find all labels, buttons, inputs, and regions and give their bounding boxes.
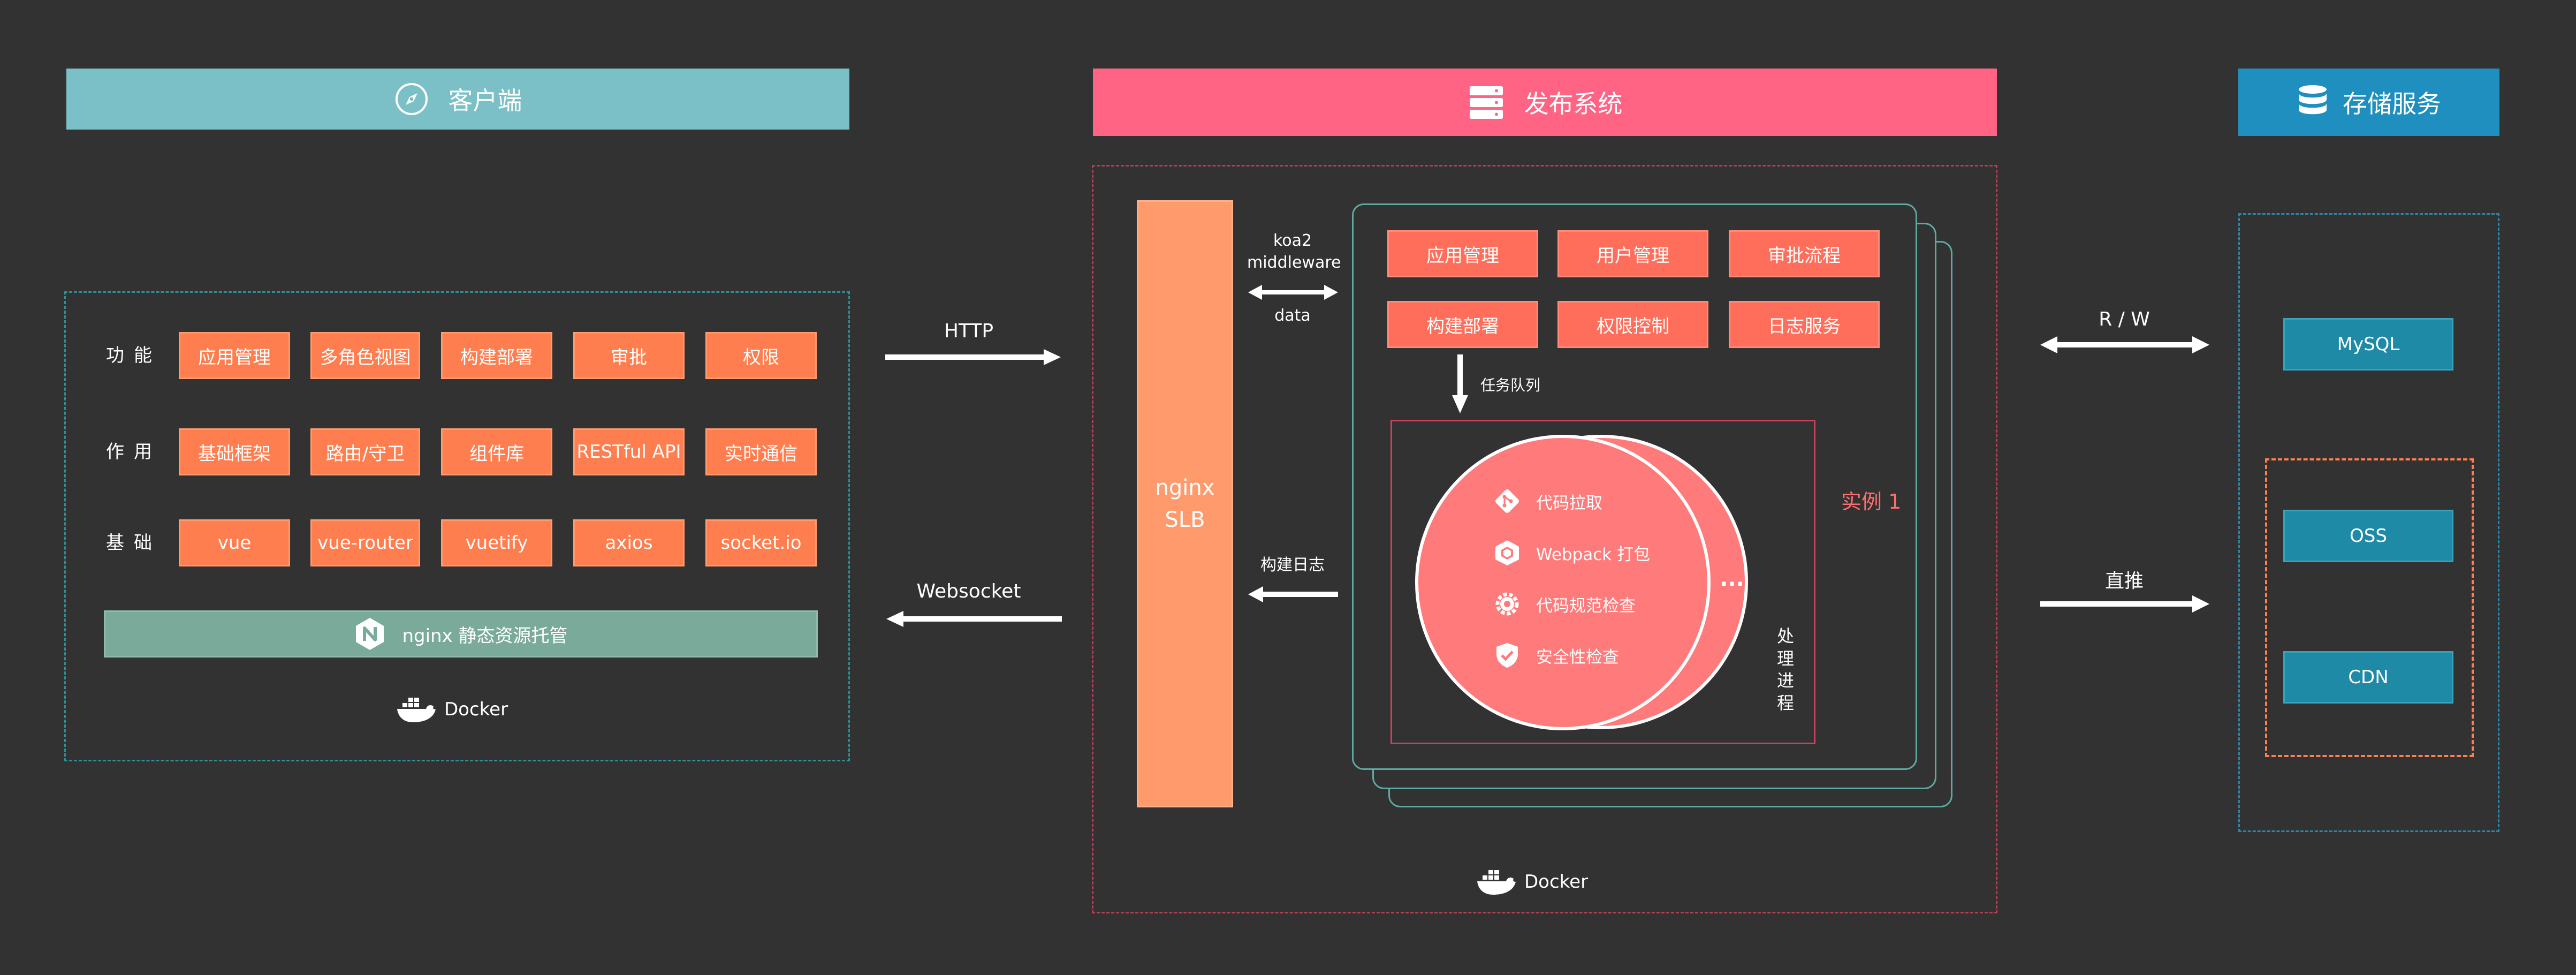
client-header: 客户端 (66, 69, 849, 130)
row-label-base: 基础 (106, 532, 162, 554)
build-log-label: 构建日志 (1260, 556, 1325, 575)
module-app-manage: 应用管理 (1387, 230, 1538, 277)
server-icon (1468, 84, 1505, 121)
nginx-slb: nginx SLB (1137, 200, 1233, 807)
client-docker: Docker (395, 691, 534, 728)
chip-router-guard: 路由/守卫 (310, 428, 420, 475)
nginx-static-bar: nginx 静态资源托管 (104, 610, 818, 657)
chip-socket-io: socket.io (705, 519, 817, 566)
git-icon (1492, 486, 1522, 516)
nginx-static-label: nginx 静态资源托管 (402, 625, 568, 647)
storage-header: 存储服务 (2238, 69, 2499, 136)
task-queue-arrow (1452, 354, 1468, 413)
chip-approval: 审批 (573, 332, 685, 379)
docker-whale-icon (1475, 867, 1518, 897)
step-code-pull: 代码拉取 (1492, 485, 1685, 517)
compass-icon (394, 81, 429, 117)
publish-title: 发布系统 (1524, 89, 1623, 118)
module-approval-flow: 审批流程 (1729, 230, 1880, 277)
chip-vue-router: vue-router (310, 519, 420, 566)
row-label-role: 作用 (106, 441, 162, 463)
storage-mysql: MySQL (2283, 318, 2453, 371)
module-build-deploy: 构建部署 (1387, 301, 1538, 348)
storage-oss: OSS (2283, 510, 2453, 562)
gear-check-icon (1492, 589, 1522, 619)
storage-cdn: CDN (2283, 651, 2453, 704)
chip-permission: 权限 (705, 332, 817, 379)
chip-multi-role-view: 多角色视图 (310, 332, 420, 379)
chip-app-manage: 应用管理 (179, 332, 290, 379)
chip-base-framework: 基础框架 (179, 428, 290, 475)
publish-docker-label: Docker (1524, 871, 1589, 893)
websocket-label: Websocket (916, 580, 1021, 602)
shield-check-icon (1492, 640, 1522, 670)
step-code-pull-label: 代码拉取 (1536, 493, 1602, 513)
module-user-manage: 用户管理 (1557, 230, 1708, 277)
chip-realtime-comm: 实时通信 (705, 428, 817, 475)
rw-arrow (2040, 336, 2209, 353)
process-circle-front (1415, 435, 1711, 730)
websocket-arrow (886, 611, 1062, 627)
process-ellipsis: ... (1720, 566, 1744, 591)
module-log-service: 日志服务 (1729, 301, 1880, 348)
object-storage-group (2265, 458, 2474, 757)
publish-header: 发布系统 (1093, 69, 1997, 136)
chip-restful-api: RESTful API (573, 428, 685, 475)
row-label-function: 功能 (106, 344, 162, 366)
data-arrow (1248, 285, 1338, 300)
process-label: 处 理 进 程 (1776, 626, 1794, 713)
storage-container (2238, 213, 2499, 832)
instance-box (1390, 420, 1815, 744)
step-security-label: 安全性检查 (1536, 647, 1619, 667)
chip-component-lib: 组件库 (441, 428, 552, 475)
direct-push-label: 直推 (2104, 570, 2144, 592)
chip-build-deploy: 构建部署 (441, 332, 552, 379)
build-log-arrow (1248, 586, 1338, 602)
publish-docker: Docker (1475, 863, 1614, 901)
step-webpack: Webpack 打包 (1492, 536, 1685, 569)
koa-middleware-label: koa2 middleware (1247, 231, 1341, 272)
nginx-slb-label: nginx SLB (1155, 475, 1215, 532)
client-title: 客户端 (448, 86, 522, 115)
data-label: data (1274, 306, 1311, 325)
client-docker-label: Docker (444, 699, 508, 720)
http-label: HTTP (944, 320, 994, 342)
process-steps: 代码拉取 Webpack 打包 代码规范检查 安全性 (1492, 485, 1685, 671)
step-webpack-label: Webpack 打包 (1536, 545, 1651, 564)
rw-label: R / W (2099, 308, 2150, 330)
docker-whale-icon (395, 694, 438, 724)
step-lint-label: 代码规范检查 (1536, 596, 1636, 616)
webpack-cube-icon (1492, 538, 1522, 568)
storage-title: 存储服务 (2343, 89, 2441, 118)
step-lint: 代码规范检查 (1492, 588, 1685, 620)
instance-label: 实例 1 (1841, 490, 1902, 513)
database-icon (2297, 84, 2329, 121)
chip-axios: axios (573, 519, 685, 566)
http-arrow (885, 349, 1061, 365)
client-container (64, 291, 850, 761)
direct-push-arrow (2040, 595, 2209, 613)
publish-container (1092, 165, 1997, 913)
nginx-logo-icon (354, 616, 386, 652)
module-permission: 权限控制 (1557, 301, 1708, 348)
step-security: 安全性检查 (1492, 639, 1685, 671)
task-queue-label: 任务队列 (1480, 376, 1541, 394)
chip-vue: vue (179, 519, 290, 566)
chip-vuetify: vuetify (441, 519, 552, 566)
